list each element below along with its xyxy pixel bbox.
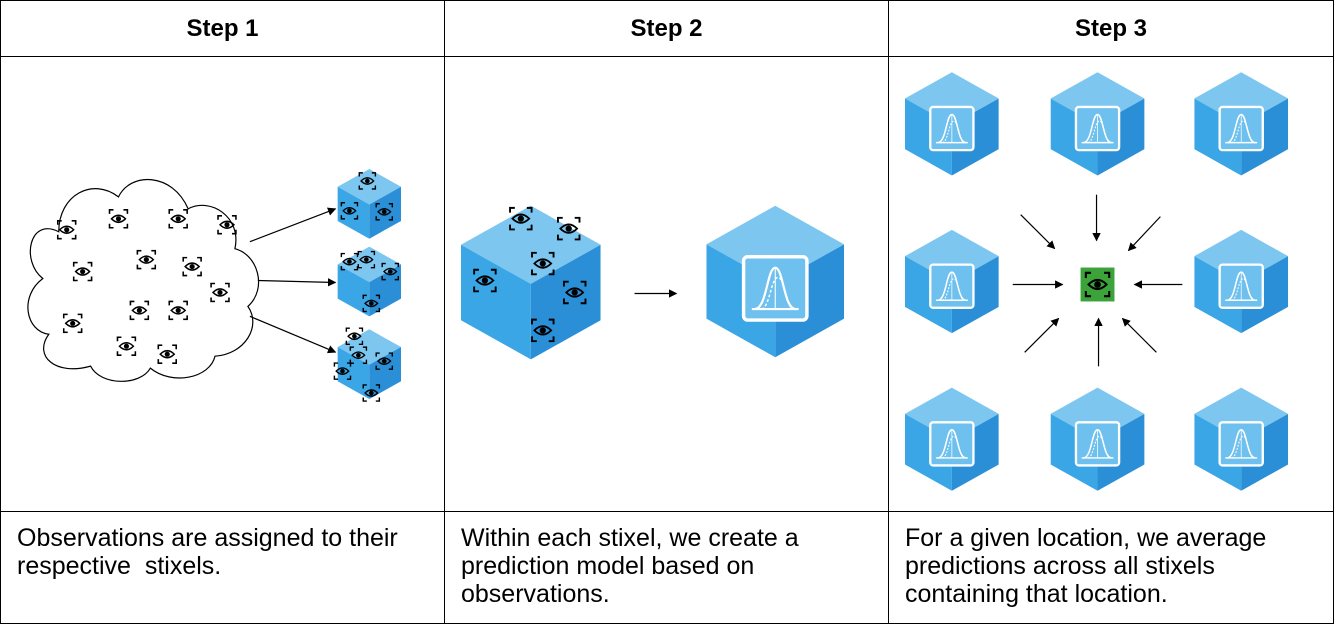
step-3-illustration [889,57,1334,512]
step-2-title: Step 2 [630,14,703,42]
step-2-header: Step 2 [445,0,889,57]
arrow [1020,214,1056,250]
step-1-diagram [27,169,402,402]
step-3-diagram [904,71,1289,492]
stixel-model-cube [1050,71,1145,177]
step-3-header: Step 3 [889,0,1334,57]
stixel-model-cube [1194,71,1289,177]
step-3-text: For a given location, we average predict… [905,524,1267,608]
step-2-description: Within each stixel, we create a predicti… [445,512,889,624]
step-1-title: Step 1 [186,14,259,42]
step-1-description: Observations are assigned to their respe… [0,512,445,624]
stixel-model-cube [706,204,845,359]
converging-arrows [1012,194,1183,367]
step-2-illustration [445,57,889,512]
stixel-model-cube [904,228,999,335]
step-2-text: Within each stixel, we create a predicti… [461,524,799,608]
step-1-header: Step 1 [0,0,445,57]
stixel-model-cube [904,71,999,177]
stixel-model-cube [1050,386,1145,492]
stixel-model-cube [1194,228,1289,335]
stixel-model-cube [1194,386,1289,492]
step-1-text: Observations are assigned to their respe… [17,524,405,580]
observation-cloud [27,178,260,382]
step-3-title: Step 3 [1074,14,1148,42]
stixel-model-cube [904,386,999,492]
step-3-description: For a given location, we average predict… [889,512,1334,624]
step-1-illustration [0,57,445,512]
stixel-cube [337,329,402,399]
arrow [1127,216,1161,252]
arrow [249,207,337,243]
arrow [257,278,337,287]
arrow [1024,317,1060,353]
arrow [1121,317,1157,353]
step-2-diagram [460,204,845,360]
arrow [249,315,337,354]
